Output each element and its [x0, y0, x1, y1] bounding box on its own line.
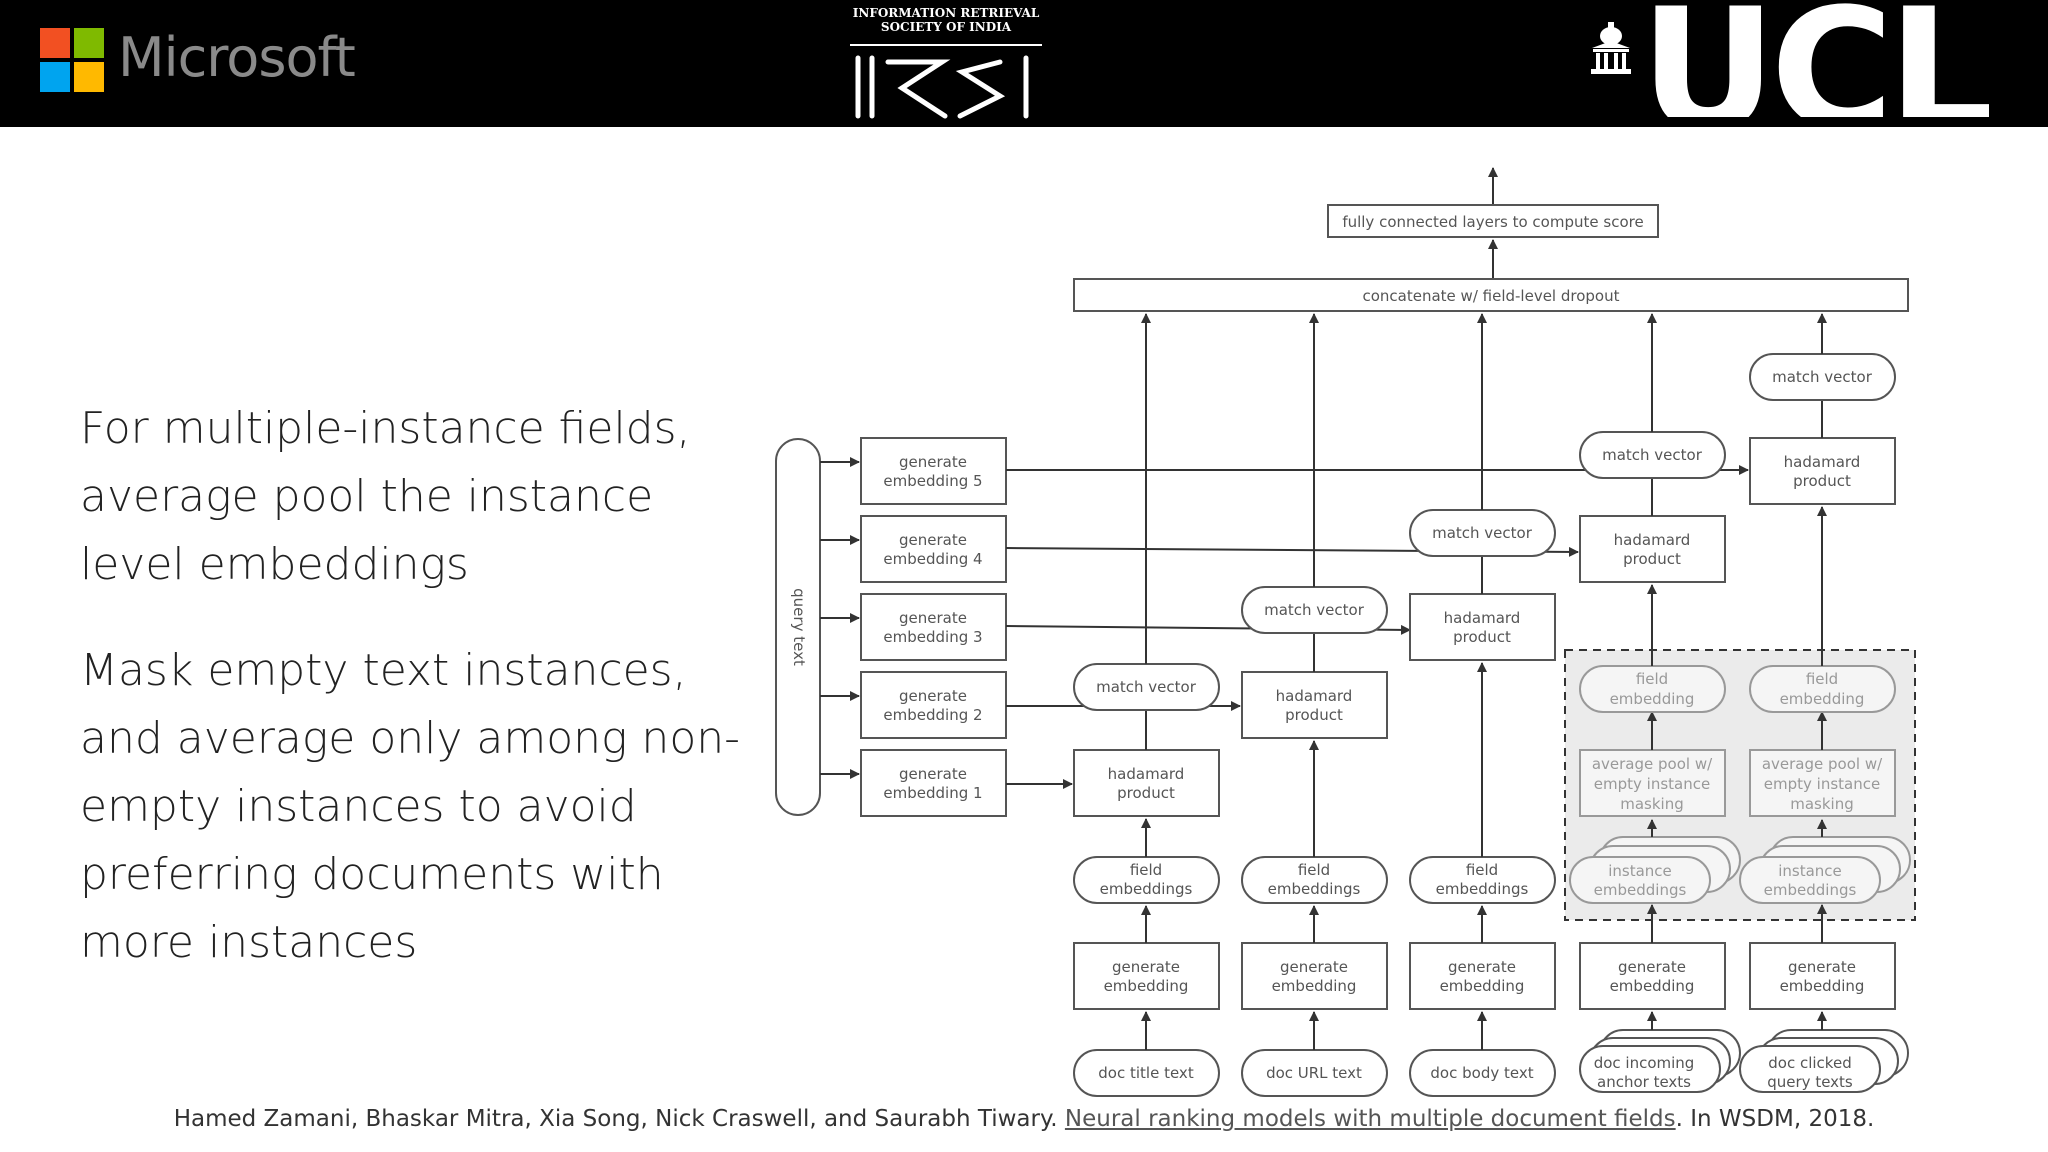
- gen-query-embedding-2: generate embedding 2: [860, 671, 1007, 739]
- col-anchor: doc incoming anchor texts generate embed…: [1569, 313, 1741, 1093]
- citation-paper-link[interactable]: Neural ranking models with multiple docu…: [1064, 1106, 1676, 1132]
- svg-text:embedding: embedding: [1610, 977, 1695, 995]
- svg-text:product: product: [1623, 550, 1681, 568]
- svg-text:generate: generate: [899, 687, 967, 705]
- svg-text:embedding: embedding: [1104, 977, 1189, 995]
- svg-text:field: field: [1636, 670, 1668, 688]
- slide-text: For multiple-instance fields, average po…: [80, 395, 760, 1015]
- svg-text:generate: generate: [1618, 958, 1686, 976]
- svg-text:field: field: [1130, 861, 1162, 879]
- svg-text:embedding 2: embedding 2: [883, 706, 982, 724]
- ucl-portico-icon: [1591, 22, 1631, 74]
- concat-label: concatenate w/ field-level dropout: [1363, 287, 1620, 305]
- svg-text:match vector: match vector: [1772, 368, 1873, 386]
- svg-text:match vector: match vector: [1602, 446, 1703, 464]
- svg-text:generate: generate: [1112, 958, 1180, 976]
- svg-text:product: product: [1793, 472, 1851, 490]
- svg-text:embedding 1: embedding 1: [883, 784, 982, 802]
- svg-text:generate: generate: [1280, 958, 1348, 976]
- svg-text:doc title text: doc title text: [1098, 1064, 1194, 1082]
- svg-text:hadamard: hadamard: [1614, 531, 1691, 549]
- microsoft-wordmark: Microsoft: [118, 26, 356, 89]
- svg-text:field: field: [1806, 670, 1838, 688]
- svg-text:generate: generate: [1448, 958, 1516, 976]
- svg-text:instance: instance: [1608, 862, 1672, 880]
- svg-text:generate: generate: [899, 453, 967, 471]
- svg-text:instance: instance: [1778, 862, 1842, 880]
- query-text-label: query text: [790, 588, 808, 666]
- irsi-caption-line1: INFORMATION RETRIEVAL: [852, 6, 1040, 20]
- svg-text:product: product: [1117, 784, 1175, 802]
- svg-text:field: field: [1298, 861, 1330, 879]
- svg-text:doc incoming: doc incoming: [1594, 1054, 1695, 1072]
- svg-text:hadamard: hadamard: [1108, 765, 1185, 783]
- col-url: doc URL text generate embedding field em…: [1241, 313, 1388, 1097]
- svg-text:doc clicked: doc clicked: [1768, 1054, 1851, 1072]
- svg-text:match vector: match vector: [1096, 678, 1197, 696]
- gen-query-embedding-5: generate embedding 5: [860, 437, 1007, 505]
- irsi-caption: INFORMATION RETRIEVAL SOCIETY OF INDIA: [850, 6, 1042, 34]
- svg-text:hadamard: hadamard: [1276, 687, 1353, 705]
- svg-text:average pool w/: average pool w/: [1592, 755, 1713, 773]
- fc-layers-label: fully connected layers to compute score: [1342, 213, 1643, 231]
- svg-text:hadamard: hadamard: [1784, 453, 1861, 471]
- irsi-caption-line2: SOCIETY OF INDIA: [880, 20, 1012, 34]
- svg-text:product: product: [1285, 706, 1343, 724]
- fc-layers-box: [1327, 204, 1659, 238]
- svg-text:embeddings: embeddings: [1268, 880, 1361, 898]
- gen-query-embedding-1: generate embedding 1: [860, 749, 1007, 817]
- ucl-wordmark: UCL: [1640, 0, 1989, 117]
- query-text-pill: [775, 438, 821, 816]
- svg-text:match vector: match vector: [1264, 601, 1365, 619]
- svg-text:doc URL text: doc URL text: [1266, 1064, 1362, 1082]
- svg-text:generate: generate: [899, 609, 967, 627]
- svg-text:embeddings: embeddings: [1594, 881, 1687, 899]
- svg-text:empty instance: empty instance: [1594, 775, 1710, 793]
- svg-text:generate: generate: [899, 531, 967, 549]
- svg-text:embedding: embedding: [1780, 977, 1865, 995]
- svg-text:doc body text: doc body text: [1430, 1064, 1533, 1082]
- header-bar: Microsoft INFORMATION RETRIEVAL SOCIETY …: [0, 0, 2048, 127]
- gen-query-embedding-4: generate embedding 4: [860, 515, 1007, 583]
- svg-text:anchor texts: anchor texts: [1597, 1073, 1691, 1091]
- bullet-masking: Mask empty text instances, and average o…: [80, 645, 740, 968]
- svg-text:masking: masking: [1790, 795, 1854, 813]
- svg-text:generate: generate: [1788, 958, 1856, 976]
- col-clicked-query: doc clicked query texts generate embeddi…: [1739, 313, 1911, 1093]
- svg-text:generate: generate: [899, 765, 967, 783]
- svg-text:embedding 4: embedding 4: [883, 550, 982, 568]
- svg-text:empty instance: empty instance: [1764, 775, 1880, 793]
- citation-authors: Hamed Zamani, Bhaskar Mitra, Xia Song, N…: [173, 1106, 1065, 1132]
- svg-text:embeddings: embeddings: [1764, 881, 1857, 899]
- svg-text:embeddings: embeddings: [1436, 880, 1529, 898]
- svg-text:embedding 3: embedding 3: [883, 628, 982, 646]
- svg-text:match vector: match vector: [1432, 524, 1533, 542]
- citation-venue: . In WSDM, 2018.: [1675, 1106, 1875, 1132]
- citation: Hamed Zamani, Bhaskar Mitra, Xia Song, N…: [0, 1106, 2048, 1132]
- svg-text:masking: masking: [1620, 795, 1684, 813]
- svg-text:field: field: [1466, 861, 1498, 879]
- svg-text:embedding: embedding: [1440, 977, 1525, 995]
- col-title: doc title text generate embedding field …: [1073, 313, 1220, 1097]
- svg-text:embedding: embedding: [1272, 977, 1357, 995]
- concat-box: [1073, 278, 1909, 312]
- svg-text:embedding: embedding: [1780, 690, 1865, 708]
- irsi-logo-icon: [855, 55, 1029, 119]
- svg-text:hadamard: hadamard: [1444, 609, 1521, 627]
- gen-query-embedding-3: generate embedding 3: [860, 593, 1007, 661]
- svg-text:embedding: embedding: [1610, 690, 1695, 708]
- col-body: doc body text generate embedding field e…: [1409, 313, 1556, 1097]
- microsoft-logo-icon: [40, 28, 104, 92]
- svg-text:query texts: query texts: [1767, 1073, 1853, 1091]
- svg-text:average pool w/: average pool w/: [1762, 755, 1883, 773]
- svg-text:embeddings: embeddings: [1100, 880, 1193, 898]
- bullet-pooling: For multiple-instance fields, average po…: [80, 403, 691, 590]
- irsi-divider: [850, 44, 1042, 46]
- svg-text:product: product: [1453, 628, 1511, 646]
- svg-text:embedding 5: embedding 5: [883, 472, 982, 490]
